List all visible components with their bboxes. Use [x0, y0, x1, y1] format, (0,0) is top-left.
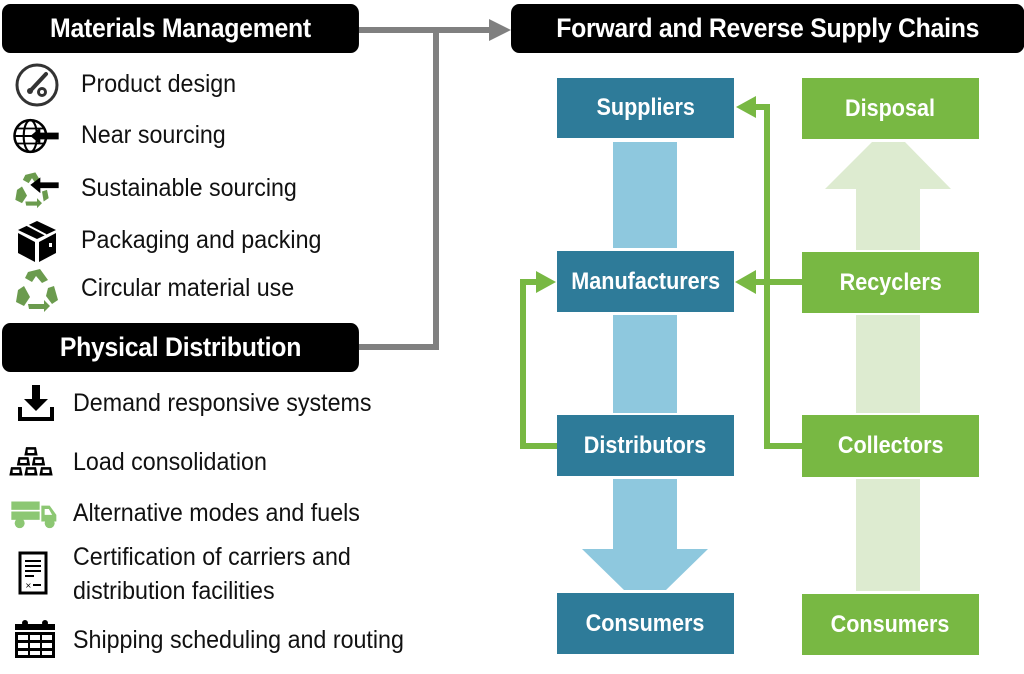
- materials-management-header: Materials Management: [2, 4, 359, 53]
- pd-item-label: Load consolidation: [73, 448, 267, 476]
- node-label: Recyclers: [839, 268, 942, 296]
- arrowhead-manufacturers-right: [735, 270, 756, 294]
- materials-management-title: Materials Management: [50, 13, 311, 43]
- forward-flow-segment-2: [613, 315, 677, 413]
- arrowhead-manufacturers-left: [536, 271, 556, 293]
- node-consumers-forward: Consumers: [557, 593, 734, 654]
- pd-item-label: Shipping scheduling and routing: [73, 626, 404, 654]
- box-icon: [18, 221, 56, 262]
- node-label: Consumers: [831, 610, 950, 638]
- mm-item-label: Packaging and packing: [81, 226, 322, 254]
- supply-chains-header: Forward and Reverse Supply Chains: [511, 4, 1024, 53]
- globe-arrow-icon: [13, 118, 59, 154]
- gray-arrowhead: [489, 19, 511, 41]
- stacked-bars-icon: [9, 447, 53, 476]
- mm-item-label: Near sourcing: [81, 121, 226, 149]
- svg-text:×: ×: [25, 581, 32, 590]
- forward-flow-segment-1: [613, 142, 677, 248]
- forward-flow-arrow: [582, 479, 708, 590]
- download-tray-icon: [18, 385, 54, 421]
- supply-chains-title: Forward and Reverse Supply Chains: [556, 13, 980, 43]
- mm-item-label: Product design: [81, 70, 237, 98]
- node-label: Suppliers: [596, 94, 695, 121]
- pd-item-label-line2: distribution facilities: [73, 577, 275, 605]
- gray-connector: [358, 27, 492, 350]
- node-collectors: Collectors: [802, 415, 979, 477]
- pd-item-label-line1: Certification of carriers and: [73, 543, 351, 571]
- mm-item-label: Sustainable sourcing: [81, 174, 297, 202]
- node-label: Collectors: [837, 432, 944, 459]
- reverse-flow-segment-1: [856, 315, 920, 413]
- node-label: Distributors: [584, 431, 707, 459]
- product-design-icon: [15, 63, 59, 107]
- reverse-flow-arrow: [825, 142, 951, 250]
- node-consumers-reverse: Consumers: [802, 594, 979, 655]
- certificate-icon: ×: [18, 551, 48, 595]
- calendar-icon: [15, 620, 55, 658]
- node-recyclers: Recyclers: [802, 252, 979, 313]
- recycle-arrow-icon: [15, 172, 59, 209]
- node-label: Manufacturers: [571, 267, 720, 295]
- node-label: Disposal: [845, 94, 936, 122]
- physical-distribution-header: Physical Distribution: [2, 323, 359, 372]
- node-disposal: Disposal: [802, 78, 979, 139]
- node-manufacturers: Manufacturers: [557, 251, 734, 312]
- node-distributors: Distributors: [557, 415, 734, 476]
- reverse-flow-segment-2: [856, 479, 920, 591]
- mm-item-label: Circular material use: [81, 274, 295, 302]
- pd-item-label: Demand responsive systems: [73, 389, 372, 417]
- recycle-icon: [16, 269, 58, 312]
- truck-icon: [11, 501, 57, 529]
- pd-item-label: Alternative modes and fuels: [73, 499, 360, 527]
- node-suppliers: Suppliers: [557, 78, 734, 138]
- arrowhead-suppliers: [736, 96, 756, 118]
- node-label: Consumers: [586, 609, 705, 637]
- physical-distribution-title: Physical Distribution: [59, 332, 302, 362]
